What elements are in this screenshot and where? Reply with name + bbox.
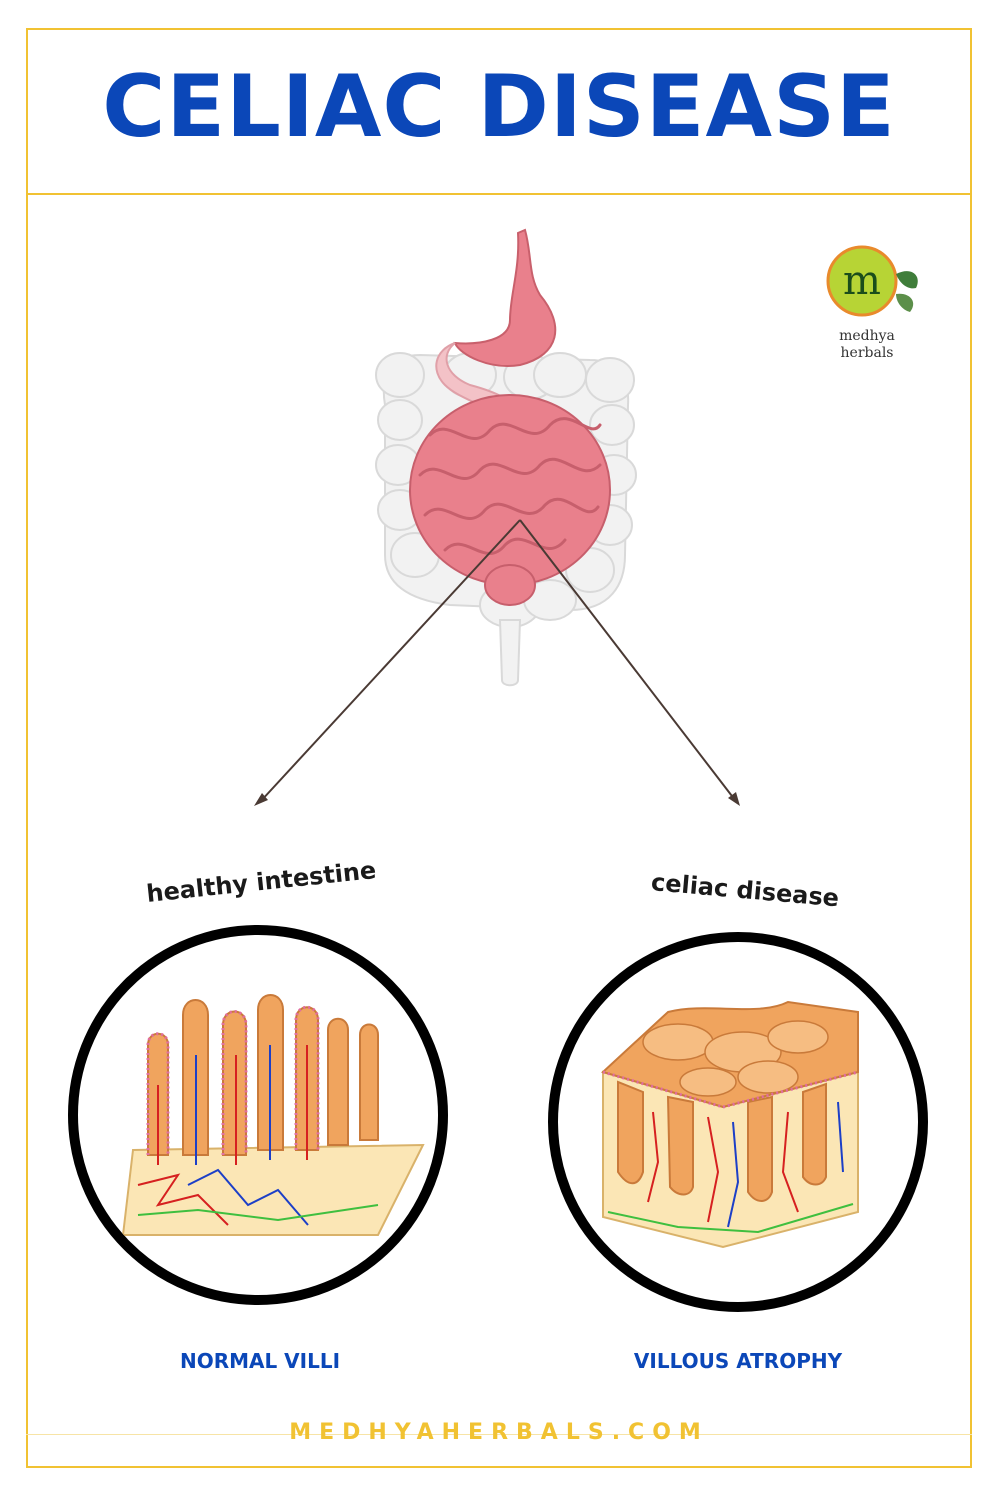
logo-line-2: herbals [840, 345, 894, 361]
leaf-icon [896, 293, 914, 312]
page-title: CELIAC DISEASE [102, 57, 896, 157]
normal-villi-illustration [121, 994, 425, 1236]
footer-website-link[interactable]: MEDHYAHERBALS.COM [289, 1420, 709, 1445]
digestive-tract-illustration [375, 228, 637, 687]
logo-line-1: medhya [839, 328, 895, 344]
leaf-icon [896, 271, 918, 289]
footer-divider [26, 1434, 972, 1435]
villous-atrophy-circle [548, 932, 928, 1312]
medhya-herbals-logo: m [826, 245, 918, 317]
logo-wordmark: medhya herbals [812, 328, 922, 362]
page-frame [26, 28, 972, 1468]
normal-villi-caption: NORMAL VILLI [179, 1349, 341, 1373]
villous-atrophy-illustration [601, 1000, 859, 1249]
logo-letter: m [843, 258, 881, 304]
normal-villi-circle [68, 925, 448, 1305]
villous-atrophy-caption: VILLOUS ATROPHY [633, 1349, 843, 1373]
title-divider [26, 193, 972, 195]
